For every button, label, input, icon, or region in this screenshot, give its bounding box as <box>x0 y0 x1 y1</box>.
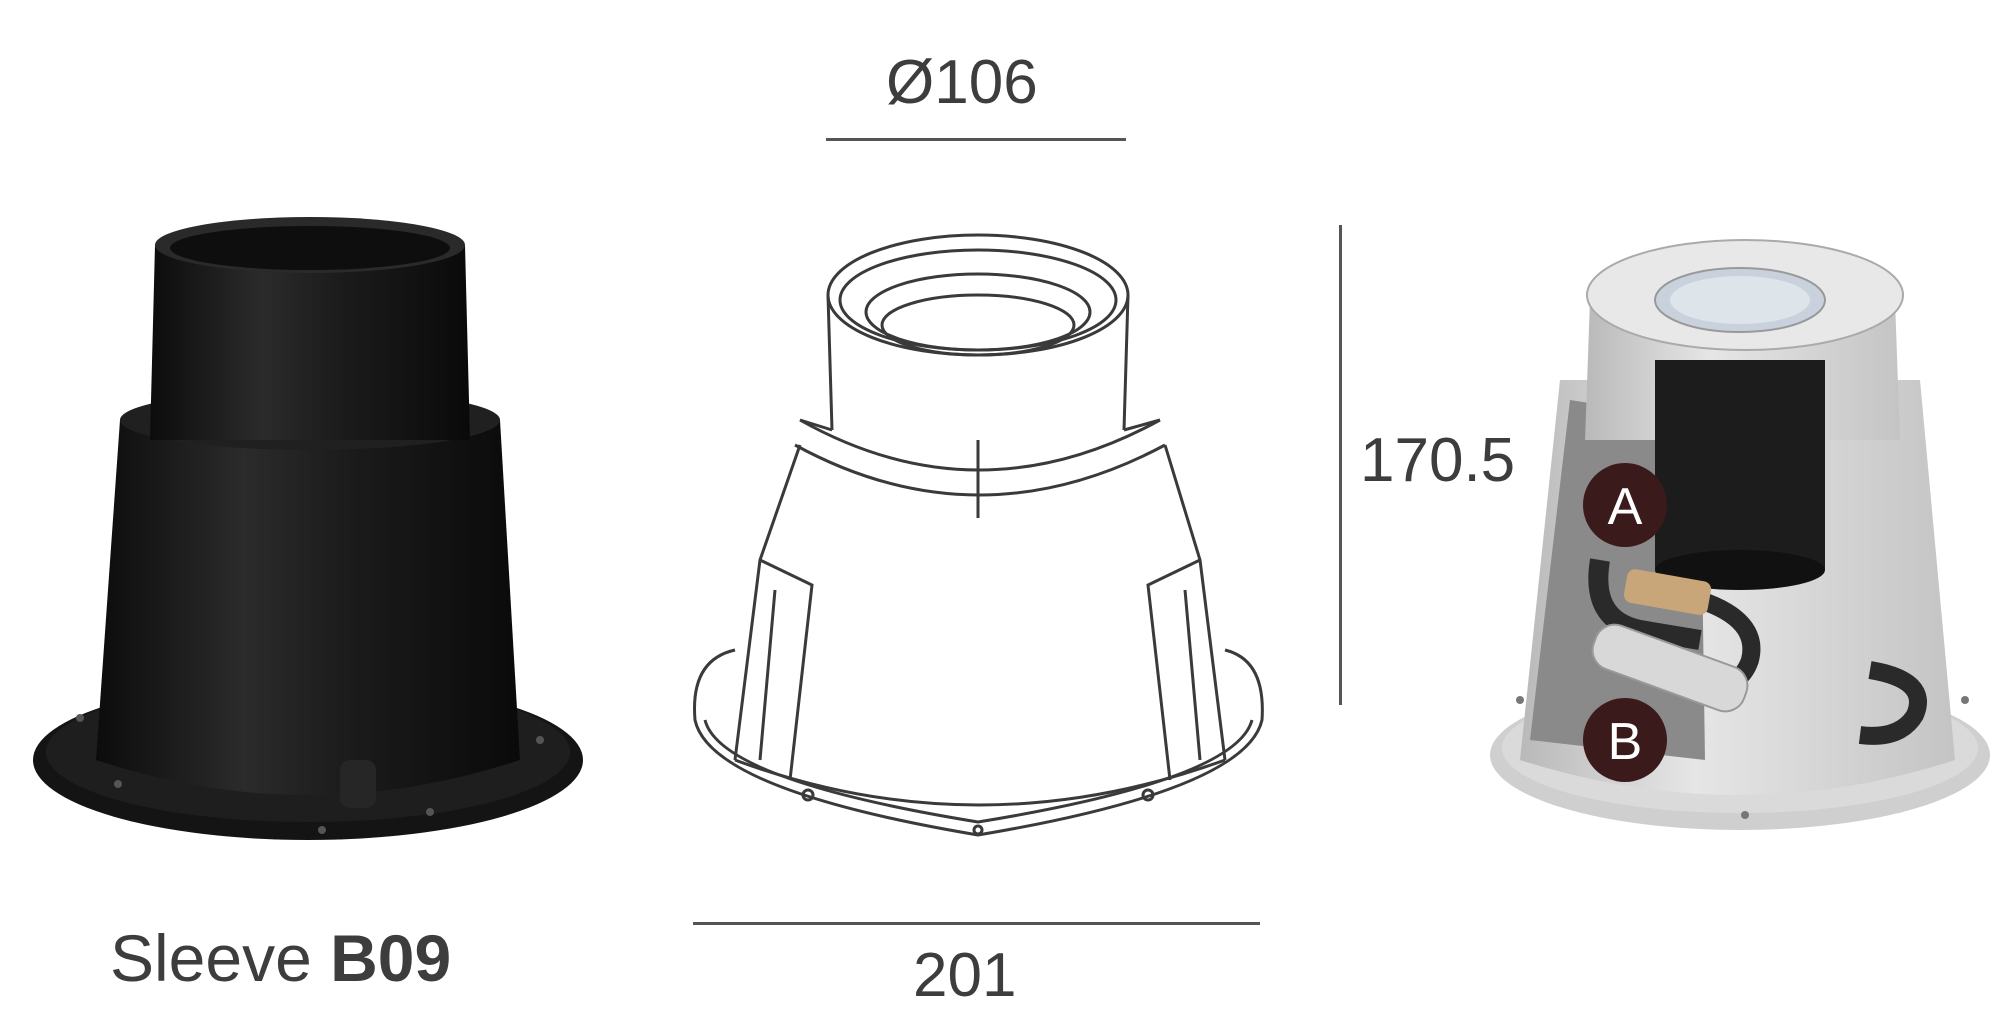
height-dimension-line <box>1339 225 1342 705</box>
diameter-dimension-label: Ø106 <box>886 48 1038 117</box>
diameter-dimension-line <box>826 138 1126 141</box>
width-dimension-line <box>693 922 1260 925</box>
callout-b-label: B <box>1608 713 1643 771</box>
callout-a-badge <box>1583 463 1667 547</box>
height-dimension-label: 170.5 <box>1360 426 1516 495</box>
product-caption: Sleeve B09 <box>110 925 451 991</box>
caption-prefix: Sleeve <box>110 921 331 995</box>
caption-model: B09 <box>330 921 452 995</box>
callout-a-label: A <box>1608 478 1643 536</box>
width-dimension-label: 201 <box>913 941 1017 1010</box>
callout-b-badge <box>1583 698 1667 782</box>
